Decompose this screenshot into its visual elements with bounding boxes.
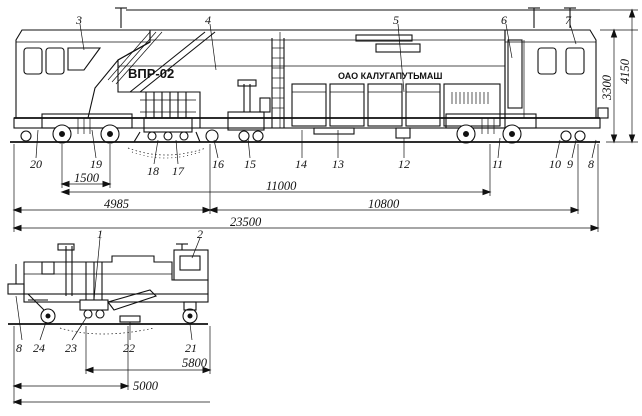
left-cab-window-1: [23, 47, 43, 75]
vertical-dimensions: 4150 3300: [600, 8, 638, 144]
right-bogie: [445, 113, 537, 144]
callout-19: 19: [90, 157, 102, 171]
secondary-callouts: 1 2 8 24 23 22 21: [15, 227, 203, 355]
callout-15: 15: [244, 157, 256, 171]
callout-21: 21: [185, 341, 197, 355]
callout-5: 5: [393, 13, 399, 27]
rear-measuring-wheel-1: [560, 130, 572, 142]
callout-2: 2: [197, 227, 203, 241]
callout-22: 22: [123, 341, 135, 355]
rear-coupler: [597, 107, 609, 119]
callout-7: 7: [565, 13, 572, 27]
callout-6: 6: [501, 13, 507, 27]
rear-measuring-wheel-2: [574, 130, 586, 142]
left-bogie: [41, 113, 133, 144]
dim-11000: 11000: [266, 179, 297, 193]
dim-5800: 5800: [182, 356, 208, 370]
callout-3: 3: [75, 13, 82, 27]
callout-11: 11: [492, 157, 503, 171]
callout-14: 14: [295, 157, 307, 171]
callout-16: 16: [212, 157, 224, 171]
callout-9: 9: [567, 157, 573, 171]
dim-10800: 10800: [368, 197, 400, 211]
right-cab-body: [504, 29, 597, 119]
callout-20: 20: [30, 157, 42, 171]
secondary-side-view: [7, 243, 209, 335]
dim-4150: 4150: [618, 58, 632, 84]
model-label: ВПР-02: [128, 66, 174, 81]
left-cab-window-2: [45, 47, 65, 75]
underframe-box: [313, 127, 355, 135]
roof-masts: [115, 7, 600, 28]
roof-hatch: [355, 34, 413, 42]
right-cab-window-2: [565, 47, 585, 75]
callout-4: 4: [205, 13, 211, 27]
maker-label: ОАО КАЛУГАПУТЬМАШ: [338, 71, 442, 81]
callout-10: 10: [549, 157, 561, 171]
secondary-cab-window: [179, 255, 201, 271]
callout-8-secondary: 8: [16, 341, 22, 355]
tank-box: [395, 127, 411, 139]
right-cab-window-1: [537, 47, 557, 75]
measuring-plate: [119, 315, 141, 323]
tamping-unit: [133, 92, 201, 143]
main-callouts: 3 4 5 6 7 20 19 18 17 16 15 14 13 12 11 …: [30, 13, 597, 178]
dim-3300: 3300: [600, 74, 614, 101]
secondary-dimensions: 5800 5000: [12, 326, 212, 406]
dim-5000: 5000: [133, 379, 159, 393]
callout-18: 18: [147, 164, 159, 178]
main-side-view: ВПР-02 ОАО КАЛУГАПУТЬМАШ: [10, 7, 609, 159]
callout-17: 17: [172, 164, 185, 178]
roof-vent: [375, 43, 421, 53]
callout-13: 13: [332, 157, 344, 171]
dim-4985: 4985: [104, 197, 129, 211]
right-cab-door: [507, 39, 523, 109]
horizontal-dimensions: 1500 11000 4985 10800 23500: [12, 144, 600, 232]
callout-23: 23: [65, 341, 77, 355]
side-panels: [291, 83, 501, 127]
main-body-outline: [117, 29, 506, 129]
callout-1: 1: [97, 227, 103, 241]
callout-24: 24: [33, 341, 45, 355]
left-cab-window-3: [67, 47, 102, 71]
ballast-left: [127, 147, 207, 156]
callout-12: 12: [398, 157, 410, 171]
front-measuring-wheel: [20, 130, 32, 142]
dim-1500: 1500: [74, 171, 100, 185]
dim-23500: 23500: [230, 215, 262, 229]
secondary-cab: [173, 249, 209, 281]
lifting-lining-unit: [205, 79, 271, 143]
callout-8: 8: [588, 157, 594, 171]
side-ladder: [271, 38, 285, 128]
